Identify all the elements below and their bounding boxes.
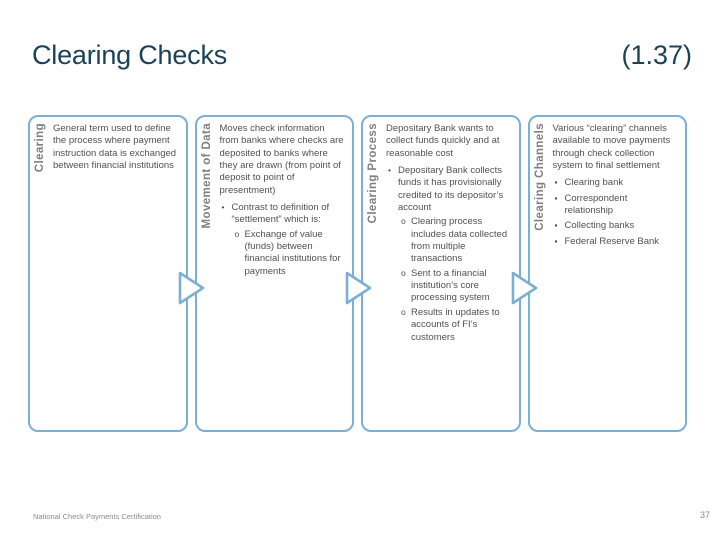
bullet-item: ▪ Collecting banks	[555, 220, 678, 232]
box-paragraph: Moves check information from banks where…	[219, 123, 344, 196]
box-body: Moves check information from banks where…	[218, 117, 353, 430]
bullet-marker: ▪	[554, 220, 558, 231]
bullet-text: Collecting banks	[564, 220, 635, 232]
concept-box-clearing: Clearing General term used to define the …	[28, 115, 188, 432]
bullet-item: o Exchange of value (funds) between finan…	[235, 229, 345, 278]
bullet-marker: o	[401, 216, 406, 227]
bullet-marker: o	[234, 228, 240, 239]
bullet-text: Federal Reserve Bank	[564, 235, 660, 247]
bullet-marker: •	[221, 202, 225, 213]
bullet-text: Clearing bank	[564, 177, 624, 189]
box-body: General term used to define the process …	[51, 117, 186, 430]
concept-box-movement-of-data: Movement of Data Moves check information …	[194, 115, 354, 432]
bullet-text: Contrast to definition of “settlement” w…	[231, 202, 330, 226]
box-paragraph: Depositary Bank wants to collect funds q…	[386, 123, 500, 159]
box-paragraph: General term used to define the process …	[53, 123, 177, 172]
vertical-label: Clearing Process	[367, 123, 379, 224]
bullet-text: Correspondent relationship	[564, 192, 628, 217]
bullet-item: ▪ Clearing bank	[555, 177, 678, 189]
concept-boxes: Clearing General term used to define the …	[28, 115, 687, 432]
box-body: Depositary Bank wants to collect funds q…	[384, 117, 519, 430]
vertical-label: Movement of Data	[200, 123, 213, 229]
bullet-marker: ▪	[554, 177, 558, 188]
bullet-item: o Clearing process includes data collecte…	[401, 216, 511, 265]
section-number: (1.37)	[621, 40, 692, 70]
bullet-text: Results in updates to accounts of FI’s c…	[411, 306, 500, 343]
bullet-marker: ▪	[554, 192, 558, 203]
flow-arrow-icon	[178, 271, 206, 305]
concept-box-clearing-process: Clearing Process Depositary Bank wants to…	[361, 115, 521, 432]
vertical-label: Clearing Channels	[533, 123, 546, 231]
bullet-marker: o	[401, 267, 406, 278]
footer-text: National Check Payments Certification	[33, 512, 161, 521]
slide-title: Clearing Checks	[32, 40, 228, 70]
page-number: 37	[699, 510, 710, 520]
bullet-text: Sent to a financial institution’s core p…	[411, 267, 490, 304]
bullet-text: Depositary Bank collects funds it has pr…	[398, 165, 504, 214]
bullet-item: ▪ Federal Reserve Bank	[555, 236, 678, 248]
bullet-marker: o	[401, 306, 406, 317]
box-paragraph: Various “clearing” channels available to…	[552, 123, 671, 172]
bullet-marker: ▪	[554, 235, 558, 246]
bullet-marker: •	[388, 165, 391, 176]
bullet-text: Exchange of value (funds) between financ…	[244, 228, 341, 277]
concept-box-clearing-channels: Clearing Channels Various “clearing” chan…	[527, 115, 687, 432]
flow-arrow-icon	[511, 271, 539, 305]
bullet-item: o Results in updates to accounts of FI’s …	[401, 307, 511, 344]
vertical-label: Clearing	[34, 123, 46, 173]
bullet-item: o Sent to a financial institution’s core …	[401, 268, 511, 305]
bullet-text: Clearing process includes data collected…	[411, 216, 508, 265]
bullet-item: • Contrast to definition of “settlement” …	[222, 202, 345, 227]
box-body: Various “clearing” channels available to…	[551, 117, 686, 430]
bullet-item: ▪ Correspondent relationship	[555, 193, 678, 218]
flow-arrow-icon	[345, 271, 373, 305]
bullet-item: • Depositary Bank collects funds it has p…	[388, 165, 511, 214]
